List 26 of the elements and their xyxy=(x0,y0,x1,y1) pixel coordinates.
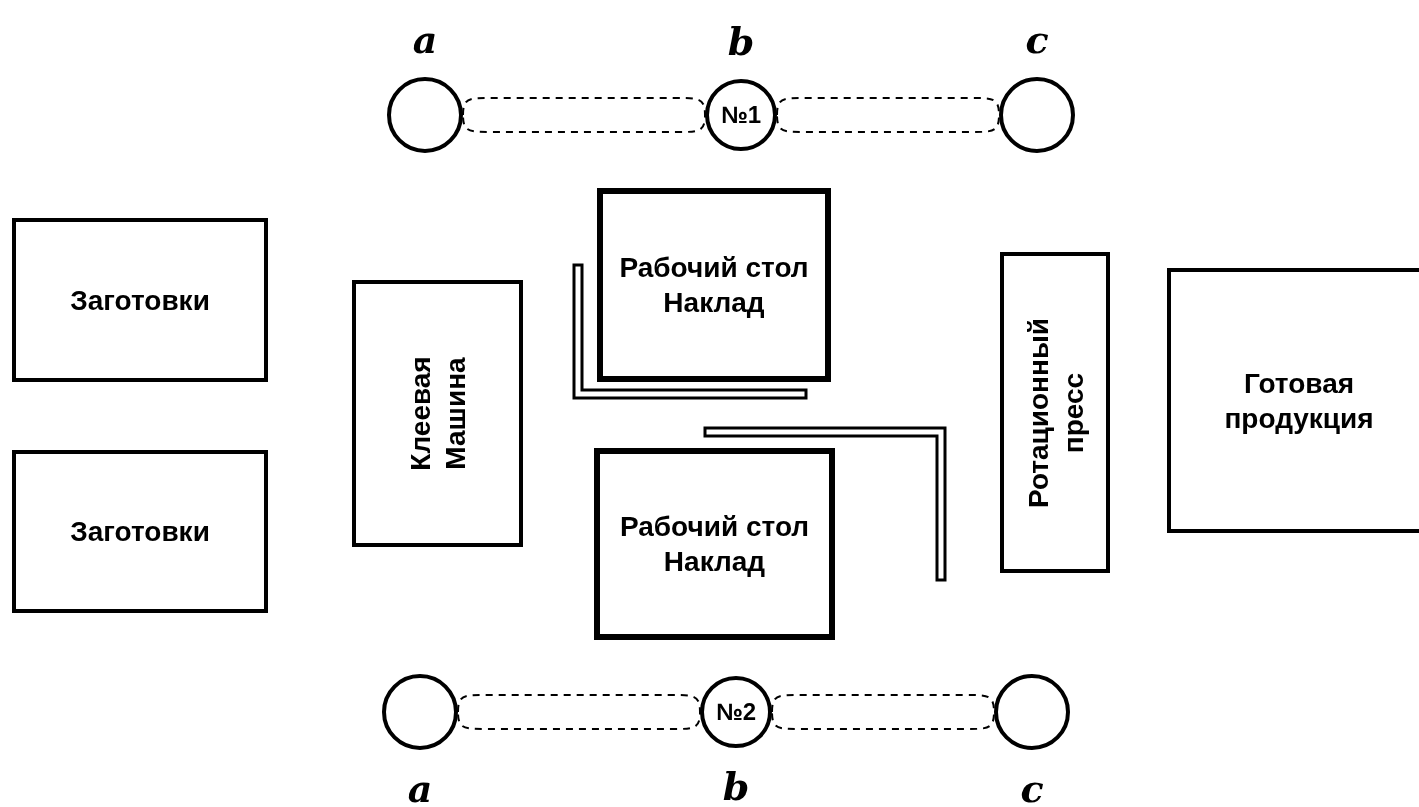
equipment-box xyxy=(352,280,523,547)
position-letter: a xyxy=(407,770,433,807)
position-letter: b xyxy=(727,23,755,61)
dashed-loop-connector xyxy=(457,694,701,730)
equipment-box xyxy=(12,218,268,382)
dashed-loop-connector xyxy=(776,97,1000,133)
work-table-box xyxy=(597,188,831,382)
position-letter: b xyxy=(722,768,750,806)
position-letter: c xyxy=(1025,21,1049,59)
equipment-box xyxy=(1167,268,1419,533)
equipment-box xyxy=(12,450,268,613)
station-number: №1 xyxy=(719,100,763,130)
box-label: Рабочий стол Наклад xyxy=(618,251,810,320)
box-label: Клеевая Машина xyxy=(403,355,472,473)
box-label: Заготовки xyxy=(69,515,211,549)
box-label: Рабочий стол Наклад xyxy=(618,510,811,579)
position-letter: c xyxy=(1020,770,1044,807)
box-label: Ротационный пресс xyxy=(1021,316,1090,510)
equipment-box xyxy=(1000,252,1110,573)
dashed-loop-connector xyxy=(771,694,995,730)
station-number: №2 xyxy=(714,697,758,727)
box-label: Готовая продукция xyxy=(1223,366,1375,436)
dashed-loop-connector xyxy=(462,97,706,133)
position-letter: a xyxy=(412,21,438,59)
work-table-box xyxy=(594,448,835,640)
box-label: Заготовки xyxy=(69,283,211,318)
